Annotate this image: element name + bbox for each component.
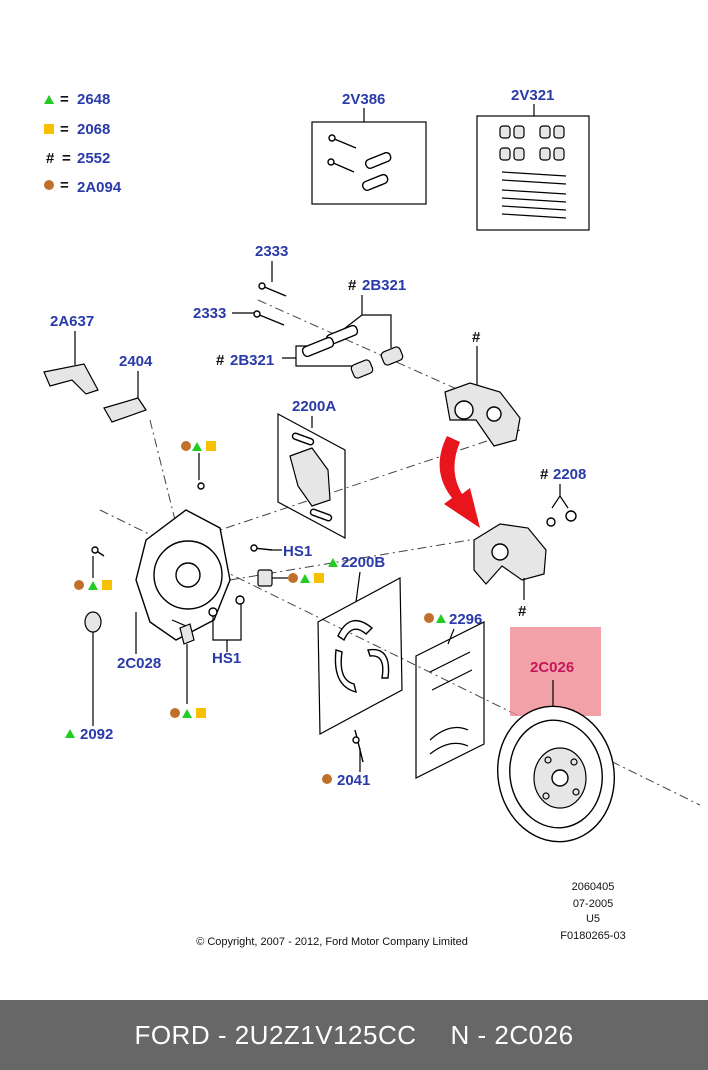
legend-code: 2A094	[77, 179, 122, 196]
rotor-2c026: 2C026	[496, 627, 616, 843]
symbol-cluster	[181, 441, 216, 490]
figure-metadata: 2060405 07-2005 U5 F0180265-03 © Copyrig…	[196, 881, 626, 948]
part-label-2b321-upper: 2B321	[362, 277, 406, 294]
pin-2041: 2041	[322, 729, 370, 789]
figure-model: U5	[586, 913, 600, 925]
hold-down-hs1-upper: HS1	[250, 543, 312, 560]
guide-pin-2b321-lower: # 2B321	[216, 336, 374, 379]
figure-code: 2060405	[572, 881, 615, 893]
part-label-2041: 2041	[337, 772, 370, 789]
figure-date: 07-2005	[573, 898, 613, 910]
part-label-2a637: 2A637	[50, 313, 94, 330]
guide-pin-2b321-upper: # 2B321	[325, 277, 406, 366]
part-label-2200b: 2200B	[341, 554, 385, 571]
part-label-hs1-lower: HS1	[212, 650, 241, 667]
caliper-upper: #	[444, 329, 521, 447]
parking-lever-2a637: 2A637	[43, 313, 99, 395]
legend-triangle-icon	[44, 95, 54, 104]
part-label-2c028: 2C028	[117, 655, 161, 672]
part-number-footer: FORD - 2U2Z1V125CC N - 2C026	[0, 1000, 708, 1070]
kit-2v321: 2V321	[476, 87, 590, 231]
springs-2296: 2296	[415, 611, 485, 779]
part-label-2333-lower: 2333	[193, 305, 226, 322]
adjuster-2092: 2092	[65, 546, 113, 743]
figure-number: F0180265-03	[560, 930, 625, 942]
hold-down-hs1-lower: HS1	[170, 595, 245, 718]
part-label-2208: 2208	[553, 466, 586, 483]
part-label-hs1-upper: HS1	[283, 543, 312, 560]
backing-plate-2c028: 2C028	[117, 509, 231, 672]
brake-shoes-2200b: 2200B	[317, 554, 403, 735]
legend-eq: =	[60, 177, 69, 194]
part-label-hash: #	[540, 466, 549, 483]
caliper-lower: # 2208 #	[473, 466, 586, 620]
part-label-2333-upper: 2333	[255, 243, 288, 260]
legend-hash-icon: #	[46, 150, 55, 167]
bolt-2333-lower: 2333	[193, 305, 285, 326]
bolt-2333-upper: 2333	[255, 243, 288, 297]
part-label-hash: #	[472, 329, 481, 346]
legend-eq: =	[60, 91, 69, 108]
kit-2v386: 2V386	[311, 91, 427, 205]
footer-part-number: FORD - 2U2Z1V125CC	[134, 1019, 417, 1050]
legend-code: 2068	[77, 121, 110, 138]
copyright-text: © Copyright, 2007 - 2012, Ford Motor Com…	[196, 936, 468, 948]
highlight-box	[510, 627, 601, 716]
part-label-2v321: 2V321	[511, 87, 554, 104]
footer-diagram-ref: N - 2C026	[450, 1019, 574, 1050]
part-label-2200a: 2200A	[292, 398, 336, 415]
legend-eq: =	[62, 150, 71, 167]
part-label-hash: #	[216, 352, 225, 369]
part-label-2v386: 2V386	[342, 91, 385, 108]
legend-code: 2648	[77, 91, 110, 108]
legend-code: 2552	[77, 150, 110, 167]
part-label-hash: #	[518, 603, 527, 620]
brake-pads-2200a: 2200A	[277, 398, 346, 540]
legend-eq: =	[60, 121, 69, 138]
legend-circle-icon	[44, 180, 54, 190]
part-label-2b321-lower: 2B321	[230, 352, 274, 369]
exploded-parts-diagram: = 2648 = 2068 # = 2552 = 2A094 2V386 2V3…	[43, 87, 701, 948]
part-label-2296: 2296	[449, 611, 482, 628]
legend-square-icon	[44, 124, 54, 134]
part-label-2404: 2404	[119, 353, 153, 370]
legend: = 2648 = 2068 # = 2552 = 2A094	[44, 91, 122, 196]
part-label-2c026: 2C026	[530, 659, 574, 676]
part-label-2092: 2092	[80, 726, 113, 743]
clip-cluster	[257, 569, 324, 587]
part-label-hash: #	[348, 277, 357, 294]
strut-2404: 2404	[103, 353, 153, 423]
assembly-arrow-icon	[439, 436, 480, 528]
